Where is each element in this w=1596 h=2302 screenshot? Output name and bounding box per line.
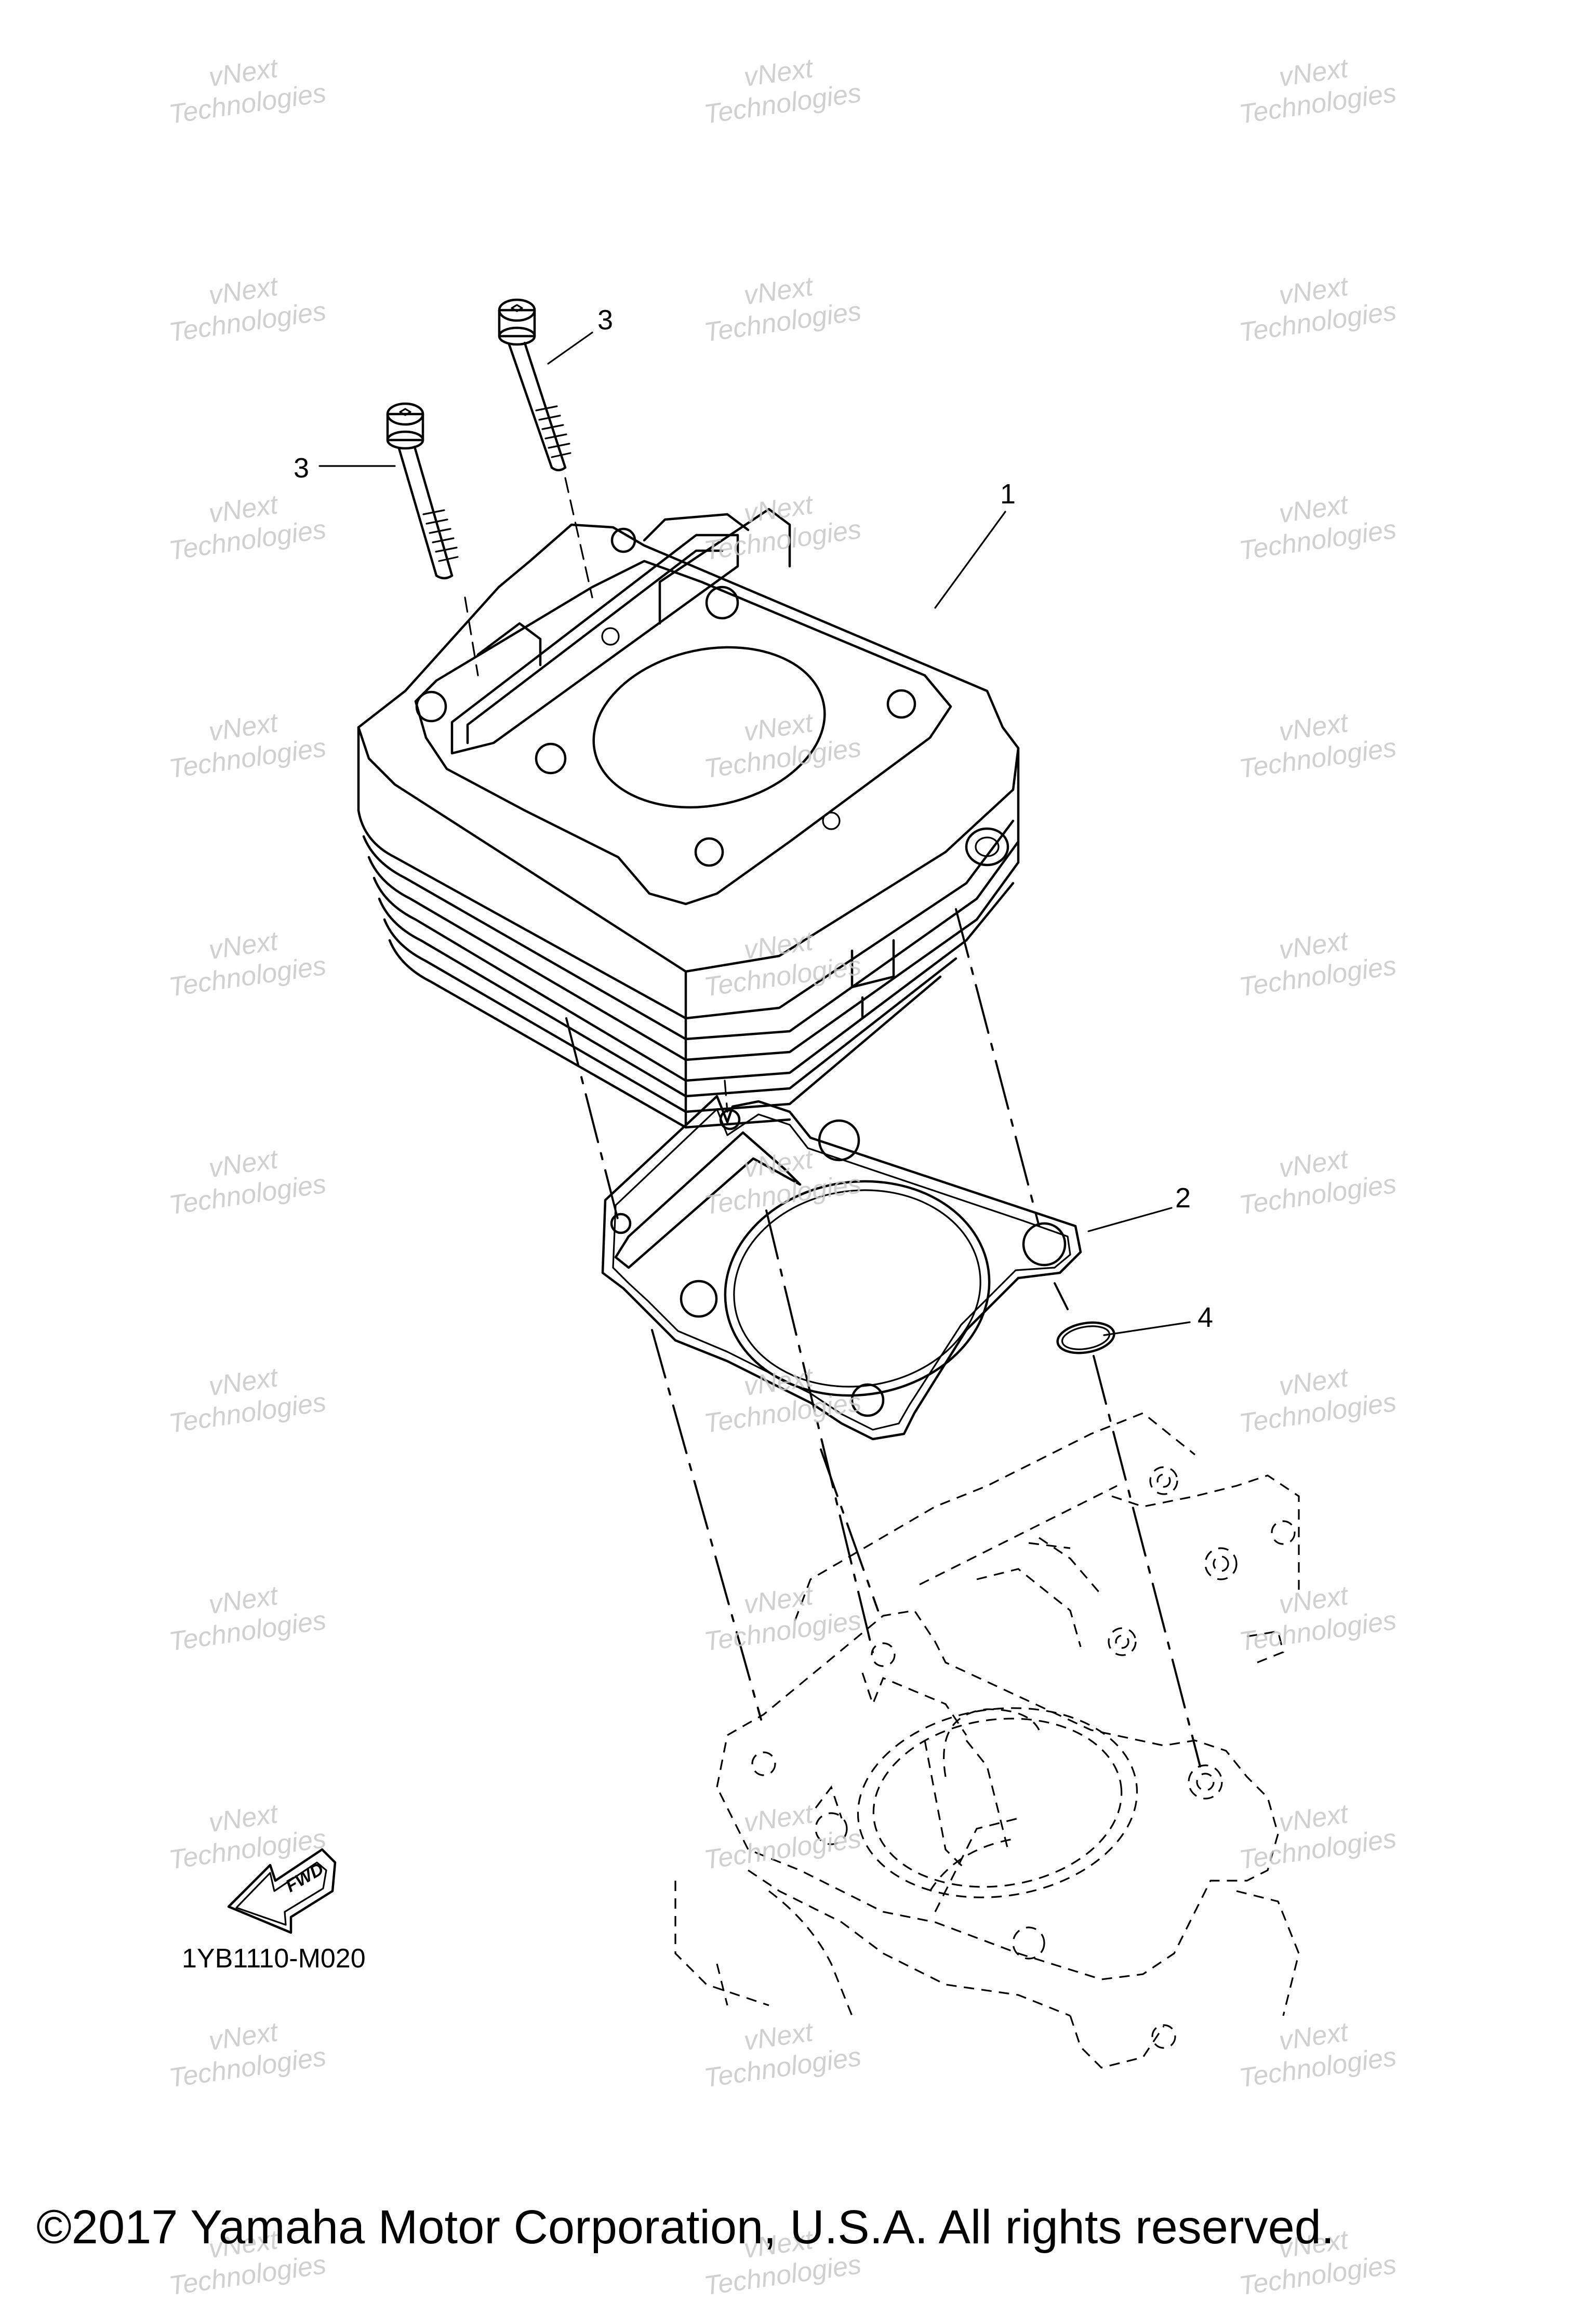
cylinder-gasket xyxy=(601,1095,1082,1441)
callout-bolt-lower: 3 xyxy=(294,453,310,484)
bolt-upper xyxy=(498,298,571,472)
callout-o-ring: 4 xyxy=(1198,1302,1214,1333)
callout-gasket: 2 xyxy=(1175,1182,1191,1214)
bolt-lower xyxy=(386,402,459,580)
cylinder-block xyxy=(357,508,1020,1129)
o-ring xyxy=(1056,1321,1115,1354)
copyright-notice: ©2017 Yamaha Motor Corporation, U.S.A. A… xyxy=(36,2201,1335,2254)
diagram-code: 1YB1110-M020 xyxy=(182,1944,366,1974)
fwd-arrow-icon xyxy=(227,1848,337,1934)
callout-bolt-upper: 3 xyxy=(597,304,614,336)
callout-cylinder: 1 xyxy=(1000,478,1016,510)
crankcase xyxy=(674,1412,1300,2069)
